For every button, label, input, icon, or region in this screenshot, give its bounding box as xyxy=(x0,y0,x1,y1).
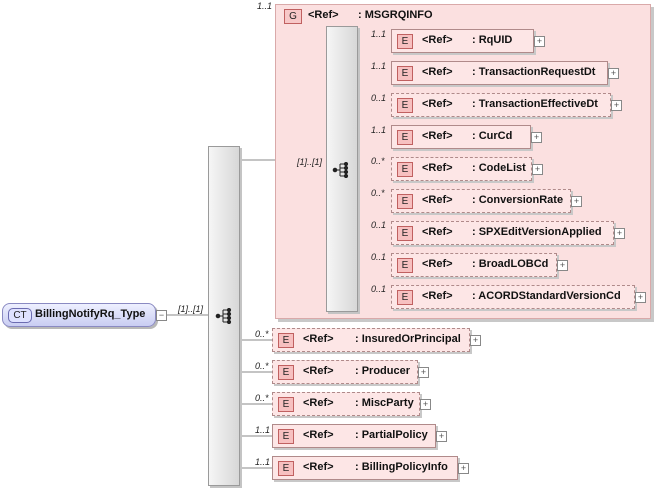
expand-icon[interactable]: + xyxy=(470,335,481,346)
root-sequence-cardinality: [1]..[1] xyxy=(178,304,204,314)
element-broadlobcd[interactable]: E <Ref> : BroadLOBCd xyxy=(391,253,557,277)
element-badge: E xyxy=(397,290,413,305)
element-producer[interactable]: E <Ref> : Producer xyxy=(272,360,418,384)
element-insuredorprincipal[interactable]: E <Ref> : InsuredOrPrincipal xyxy=(272,328,470,352)
element-badge: E xyxy=(397,98,413,113)
element-badge: E xyxy=(397,34,413,49)
collapse-icon[interactable]: − xyxy=(156,310,167,321)
element-name: : SPXEditVersionApplied xyxy=(472,226,602,238)
element-partialpolicy[interactable]: E <Ref> : PartialPolicy xyxy=(272,424,436,448)
expand-icon[interactable]: + xyxy=(458,463,469,474)
element-name: : ConversionRate xyxy=(472,194,564,206)
element-cardinality: 0..* xyxy=(255,361,269,371)
element-cardinality: 0..* xyxy=(371,156,385,166)
element-codelist[interactable]: E <Ref> : CodeList xyxy=(391,157,532,181)
sequence-icon xyxy=(215,308,232,324)
element-cardinality: 0..1 xyxy=(371,284,387,294)
root-sequence-compositor[interactable] xyxy=(208,146,240,486)
element-cardinality: 0..* xyxy=(371,188,385,198)
expand-icon[interactable]: + xyxy=(608,68,619,79)
element-ref-label: <Ref> xyxy=(422,226,453,238)
element-cardinality: 1..1 xyxy=(371,61,387,71)
element-badge: E xyxy=(397,194,413,209)
element-ref-label: <Ref> xyxy=(422,66,453,78)
element-name: : CurCd xyxy=(472,130,513,142)
complex-type-name: BillingNotifyRq_Type xyxy=(35,308,146,320)
group-sequence-compositor[interactable] xyxy=(326,26,358,312)
group-name: : MSGRQINFO xyxy=(358,9,433,21)
expand-icon[interactable]: + xyxy=(611,100,622,111)
element-ref-label: <Ref> xyxy=(422,98,453,110)
expand-icon[interactable]: + xyxy=(532,164,543,175)
element-transactioneffectivedt[interactable]: E <Ref> : TransactionEffectiveDt xyxy=(391,93,611,117)
element-curcd[interactable]: E <Ref> : CurCd xyxy=(391,125,531,149)
element-cardinality: 1..1 xyxy=(255,425,271,435)
expand-icon[interactable]: + xyxy=(557,260,568,271)
element-conversionrate[interactable]: E <Ref> : ConversionRate xyxy=(391,189,571,213)
expand-icon[interactable]: + xyxy=(420,399,431,410)
element-name: : BillingPolicyInfo xyxy=(355,461,448,473)
complex-type-billingnotifyrq-type[interactable]: CT BillingNotifyRq_Type xyxy=(2,303,156,327)
element-billingpolicyinfo[interactable]: E <Ref> : BillingPolicyInfo xyxy=(272,456,458,480)
element-cardinality: 1..1 xyxy=(371,125,387,135)
element-ref-label: <Ref> xyxy=(303,365,334,377)
element-badge: E xyxy=(397,258,413,273)
element-badge: E xyxy=(397,226,413,241)
group-cardinality: 1..1 xyxy=(257,1,273,11)
expand-icon[interactable]: + xyxy=(418,367,429,378)
element-ref-label: <Ref> xyxy=(422,130,453,142)
element-name: : BroadLOBCd xyxy=(472,258,549,270)
element-cardinality: 0..1 xyxy=(371,252,387,262)
element-name: : Producer xyxy=(355,365,411,377)
element-name: : MiscParty xyxy=(355,397,414,409)
element-ref-label: <Ref> xyxy=(422,162,453,174)
element-transactionrequestdt[interactable]: E <Ref> : TransactionRequestDt xyxy=(391,61,608,85)
complex-type-badge: CT xyxy=(8,308,32,323)
element-ref-label: <Ref> xyxy=(303,461,334,473)
element-name: : CodeList xyxy=(472,162,526,174)
element-badge: E xyxy=(278,365,294,380)
element-badge: E xyxy=(278,461,294,476)
element-cardinality: 0..1 xyxy=(371,93,387,103)
element-badge: E xyxy=(397,130,413,145)
element-ref-label: <Ref> xyxy=(303,397,334,409)
element-ref-label: <Ref> xyxy=(422,194,453,206)
element-cardinality: 0..1 xyxy=(371,220,387,230)
group-sequence-cardinality: [1]..[1] xyxy=(297,157,323,167)
element-name: : InsuredOrPrincipal xyxy=(355,333,461,345)
element-cardinality: 1..1 xyxy=(255,457,271,467)
element-acordstandardversioncd[interactable]: E <Ref> : ACORDStandardVersionCd xyxy=(391,285,635,309)
sequence-icon xyxy=(332,162,349,178)
element-ref-label: <Ref> xyxy=(422,34,453,46)
expand-icon[interactable]: + xyxy=(571,196,582,207)
element-ref-label: <Ref> xyxy=(422,258,453,270)
element-name: : TransactionEffectiveDt xyxy=(472,98,598,110)
element-miscparty[interactable]: E <Ref> : MiscParty xyxy=(272,392,420,416)
element-cardinality: 0..* xyxy=(255,329,269,339)
element-cardinality: 0..* xyxy=(255,393,269,403)
element-name: : ACORDStandardVersionCd xyxy=(472,290,621,302)
group-badge: G xyxy=(284,9,302,24)
expand-icon[interactable]: + xyxy=(614,228,625,239)
expand-icon[interactable]: + xyxy=(635,292,646,303)
group-ref-label: <Ref> xyxy=(308,9,339,21)
element-cardinality: 1..1 xyxy=(371,29,387,39)
element-rquid[interactable]: E <Ref> : RqUID xyxy=(391,29,534,53)
element-badge: E xyxy=(397,162,413,177)
element-badge: E xyxy=(397,66,413,81)
expand-icon[interactable]: + xyxy=(531,132,542,143)
element-ref-label: <Ref> xyxy=(422,290,453,302)
element-spxeditversionapplied[interactable]: E <Ref> : SPXEditVersionApplied xyxy=(391,221,614,245)
element-name: : TransactionRequestDt xyxy=(472,66,596,78)
element-badge: E xyxy=(278,333,294,348)
element-name: : PartialPolicy xyxy=(355,429,428,441)
element-ref-label: <Ref> xyxy=(303,333,334,345)
expand-icon[interactable]: + xyxy=(436,431,447,442)
element-badge: E xyxy=(278,397,294,412)
element-badge: E xyxy=(278,429,294,444)
element-name: : RqUID xyxy=(472,34,513,46)
element-ref-label: <Ref> xyxy=(303,429,334,441)
expand-icon[interactable]: + xyxy=(534,36,545,47)
